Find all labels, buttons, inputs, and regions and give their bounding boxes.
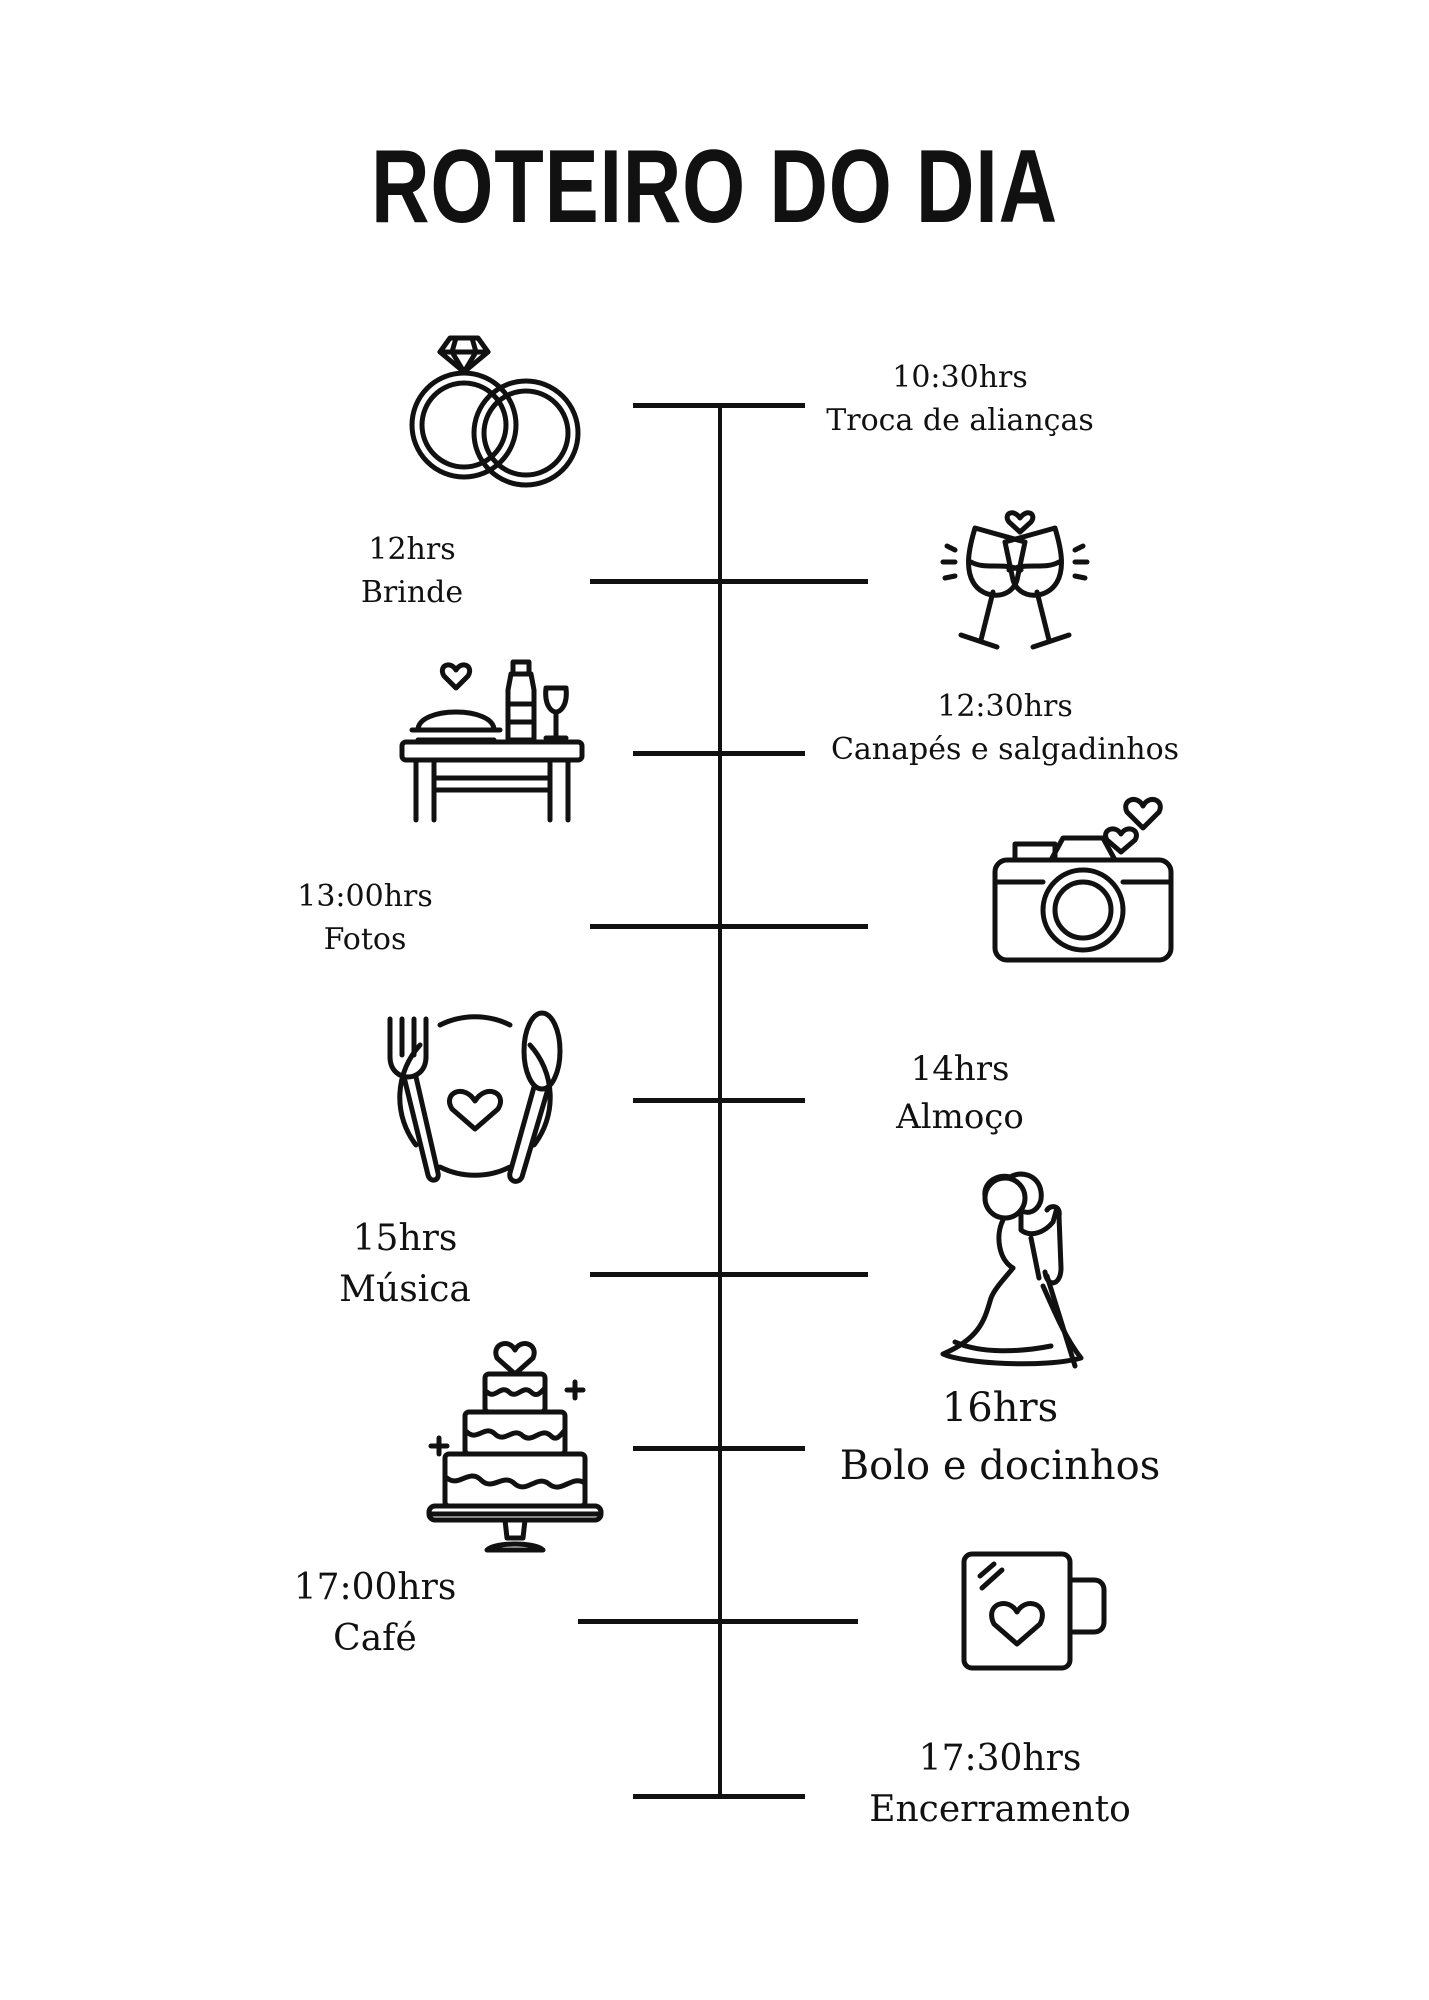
timeline-tick-3 (633, 751, 805, 756)
event-label: 12:30hrs Canapés e salgadinhos (810, 686, 1200, 771)
page-title: ROTEIRO DO DIA (371, 129, 1058, 245)
timeline-tick-7 (633, 1446, 805, 1451)
event-name: Troca de alianças (826, 402, 1094, 438)
timeline-tick-8 (578, 1619, 858, 1624)
wedding-cake-icon (425, 1338, 605, 1558)
event-label: 10:30hrs Troca de alianças (800, 357, 1120, 442)
rings-icon (400, 330, 590, 490)
event-name: Bolo e docinhos (839, 1443, 1161, 1489)
event-time: 16hrs (941, 1385, 1059, 1431)
timeline-tick-9 (633, 1794, 805, 1799)
coffee-mug-icon (960, 1550, 1110, 1675)
event-name: Encerramento (869, 1789, 1131, 1831)
event-name: Almoço (896, 1097, 1024, 1138)
event-time: 12:30hrs (937, 689, 1073, 724)
event-label: 12hrs Brinde (312, 529, 512, 614)
event-label: 16hrs Bolo e docinhos (800, 1379, 1200, 1495)
event-time: 10:30hrs (892, 360, 1028, 395)
event-label: 14hrs Almoço (860, 1045, 1060, 1142)
timeline-tick-1 (633, 403, 805, 408)
event-time: 17:30hrs (918, 1738, 1082, 1779)
event-time: 17:00hrs (293, 1567, 457, 1608)
toast-glasses-icon (925, 490, 1105, 670)
event-name: Brinde (360, 574, 464, 610)
buffet-table-icon (398, 659, 588, 825)
event-time: 13:00hrs (297, 879, 433, 914)
timeline-tick-2 (590, 579, 868, 584)
event-name: Música (339, 1269, 471, 1311)
event-name: Canapés e salgadinhos (830, 731, 1180, 767)
event-name: Café (333, 1618, 417, 1660)
camera-icon (992, 790, 1179, 970)
timeline-tick-5 (633, 1098, 805, 1103)
event-label: 13:00hrs Fotos (270, 876, 460, 961)
event-time: 14hrs (910, 1049, 1010, 1089)
timeline-tick-6 (590, 1272, 868, 1277)
event-label: 17:00hrs Café (265, 1562, 485, 1664)
plate-cutlery-icon (380, 1005, 570, 1190)
timeline-tick-4 (590, 924, 868, 929)
event-label: 17:30hrs Encerramento (840, 1733, 1160, 1835)
event-time: 12hrs (368, 532, 456, 567)
event-label: 15hrs Música (305, 1213, 505, 1315)
event-name: Fotos (323, 921, 407, 957)
dancing-couple-icon (935, 1168, 1105, 1378)
event-time: 15hrs (352, 1218, 458, 1259)
